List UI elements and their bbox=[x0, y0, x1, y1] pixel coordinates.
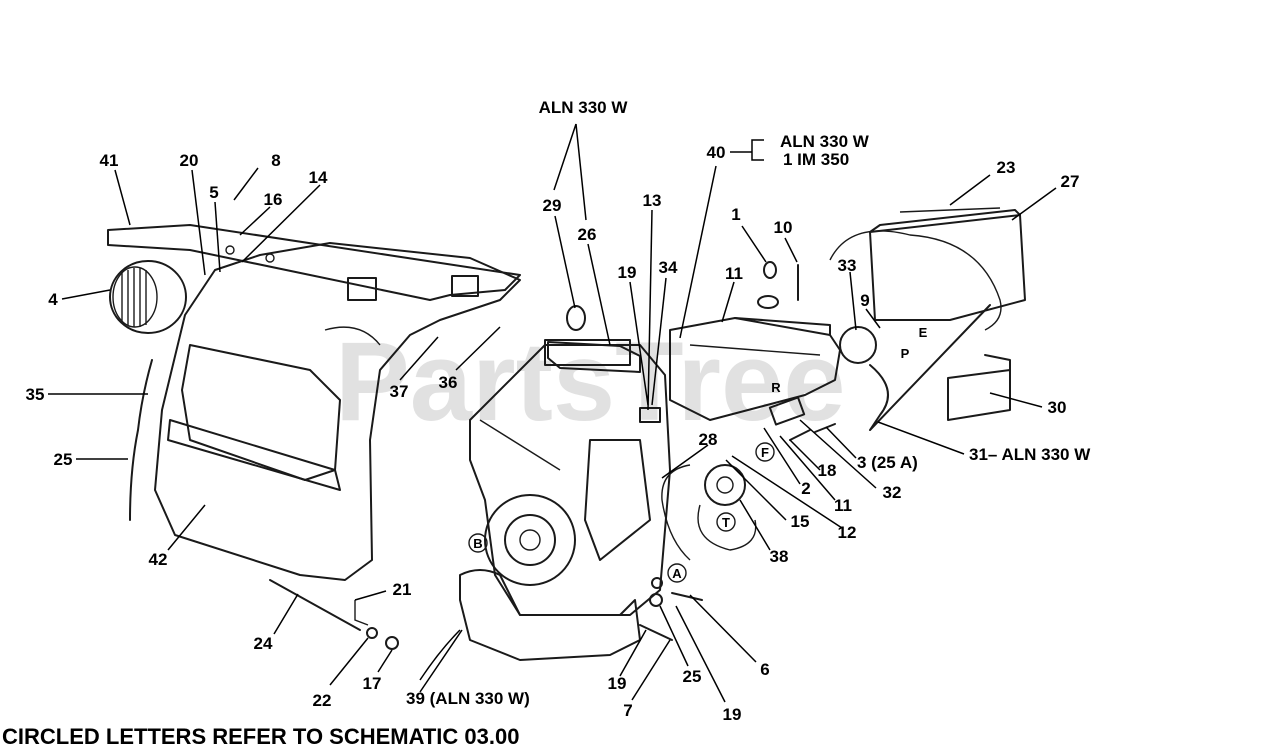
callout-11-mid: 11 bbox=[834, 496, 852, 515]
schematic-letter-f-circle bbox=[755, 442, 775, 462]
knob-drawing bbox=[757, 261, 779, 309]
schematic-letter-b: B bbox=[473, 536, 482, 551]
callout-19-bottom-right: 19 bbox=[723, 705, 742, 724]
bolts-drawing bbox=[639, 577, 703, 641]
cable-drawing bbox=[661, 464, 691, 561]
voltage-regulator-drawing bbox=[547, 341, 641, 373]
callout-26: 26 bbox=[578, 225, 597, 244]
callout-8: 8 bbox=[271, 151, 280, 170]
annotation-40-1im350: 1 IM 350 bbox=[783, 150, 849, 169]
engine-drawing bbox=[469, 339, 671, 616]
callout-10: 10 bbox=[774, 218, 793, 237]
callout-labels: 41 20 8 5 16 14 4 35 25 42 37 36 29 26 1… bbox=[26, 98, 1092, 724]
mounting-bracket-drawing bbox=[107, 224, 521, 301]
callout-13: 13 bbox=[643, 191, 662, 210]
schematic-letter-b-circle bbox=[468, 533, 488, 553]
callout-19-bottom-left: 19 bbox=[608, 674, 627, 693]
callout-39: 39 (ALN 330 W) bbox=[406, 689, 530, 708]
schematic-reference-note: CIRCLED LETTERS REFER TO SCHEMATIC 03.00 bbox=[2, 724, 520, 749]
relay-drawing bbox=[639, 407, 661, 423]
callout-32: 32 bbox=[883, 483, 902, 502]
callout-7: 7 bbox=[623, 701, 632, 720]
callout-25-left: 25 bbox=[54, 450, 73, 469]
callout-41: 41 bbox=[100, 151, 119, 170]
callout-21: 21 bbox=[393, 580, 412, 599]
callout-29: 29 bbox=[543, 196, 562, 215]
callout-17: 17 bbox=[363, 674, 382, 693]
callout-24: 24 bbox=[254, 634, 273, 653]
battery-cable-drawing bbox=[869, 304, 991, 431]
callout-22: 22 bbox=[313, 691, 332, 710]
washer-drawing bbox=[385, 636, 399, 650]
watermark: PartsTree bbox=[335, 319, 846, 444]
nut-drawing bbox=[366, 627, 378, 639]
callout-34: 34 bbox=[659, 258, 678, 277]
callout-2: 2 bbox=[801, 479, 810, 498]
callout-37: 37 bbox=[390, 382, 409, 401]
callout-36: 36 bbox=[439, 373, 458, 392]
fuse-holder-drawing bbox=[566, 305, 586, 331]
callout-40: 40 bbox=[707, 143, 726, 162]
switch-drawing bbox=[768, 396, 806, 426]
schematic-letter-p: P bbox=[901, 346, 910, 361]
tube-drawing bbox=[129, 359, 153, 521]
callout-1: 1 bbox=[731, 205, 740, 224]
callout-18: 18 bbox=[818, 461, 837, 480]
schematic-letter-t-circle bbox=[716, 512, 736, 532]
electrical-box-drawing bbox=[669, 317, 841, 421]
callout-35: 35 bbox=[26, 385, 45, 404]
callout-30: 30 bbox=[1048, 398, 1067, 417]
fuse-drawing bbox=[789, 423, 836, 441]
rod-drawing bbox=[269, 579, 361, 631]
annotation-aln-330w-top: ALN 330 W bbox=[539, 98, 629, 117]
horn-drawing bbox=[839, 326, 877, 364]
callout-12: 12 bbox=[838, 523, 857, 542]
callout-9: 9 bbox=[860, 291, 869, 310]
schematic-letter-t: T bbox=[722, 515, 730, 530]
callout-33: 33 bbox=[838, 256, 857, 275]
schematic-letter-a-circle bbox=[667, 563, 687, 583]
bottom-shroud-drawing bbox=[459, 569, 641, 661]
callout-31: 31– ALN 330 W bbox=[969, 445, 1091, 464]
callout-25-bottom: 25 bbox=[683, 667, 702, 686]
callout-15: 15 bbox=[791, 512, 810, 531]
callout-16: 16 bbox=[264, 190, 283, 209]
callout-11-top: 11 bbox=[725, 264, 743, 283]
callout-6: 6 bbox=[760, 660, 769, 679]
schematic-letter-e: E bbox=[919, 325, 928, 340]
callout-27: 27 bbox=[1061, 172, 1080, 191]
callout-42: 42 bbox=[149, 550, 168, 569]
schematic-letter-a: A bbox=[672, 566, 682, 581]
cover-housing-drawing bbox=[154, 242, 521, 581]
callout-23: 23 bbox=[997, 158, 1016, 177]
callout-4: 4 bbox=[48, 290, 58, 309]
bracket-drawing bbox=[354, 600, 369, 626]
callout-19-top: 19 bbox=[618, 263, 637, 282]
schematic-letters: B A T F R P E bbox=[468, 325, 928, 583]
callout-5: 5 bbox=[209, 183, 218, 202]
battery-box-drawing bbox=[947, 354, 1011, 421]
callout-14: 14 bbox=[309, 168, 328, 187]
schematic-letter-r: R bbox=[771, 380, 781, 395]
schematic-letter-f: F bbox=[761, 445, 769, 460]
starter-drawing bbox=[697, 464, 757, 551]
callout-3: 3 (25 A) bbox=[857, 453, 918, 472]
leader-lines bbox=[48, 123, 1057, 703]
callout-20: 20 bbox=[180, 151, 199, 170]
battery-drawing bbox=[829, 207, 1026, 331]
headlight-drawing bbox=[109, 260, 187, 334]
callout-28: 28 bbox=[699, 430, 718, 449]
annotation-40-aln-330w: ALN 330 W bbox=[780, 132, 870, 151]
callout-38: 38 bbox=[770, 547, 789, 566]
